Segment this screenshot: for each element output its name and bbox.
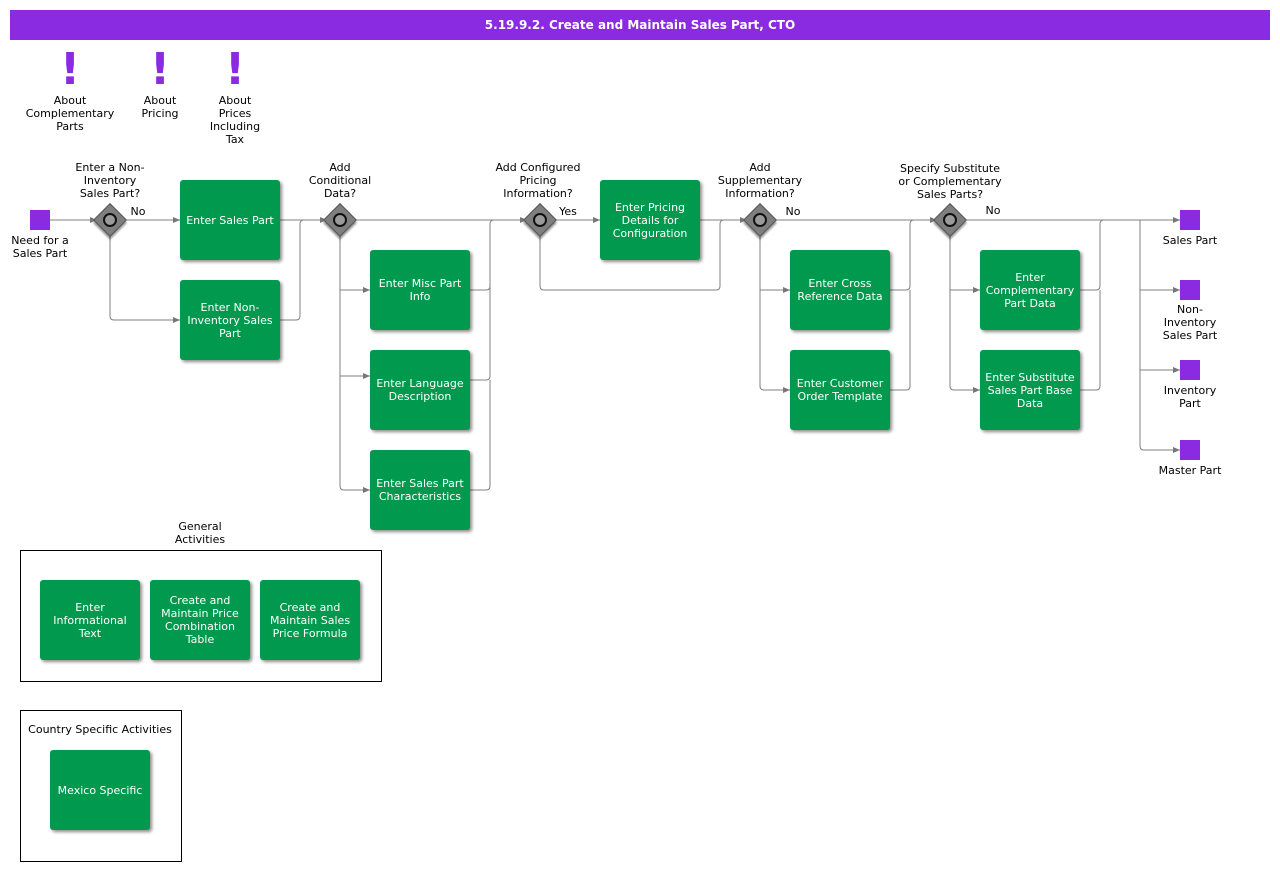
gateway-branch-label: No bbox=[130, 205, 146, 218]
end-event-non-inventory[interactable] bbox=[1180, 280, 1200, 300]
diagram-title: 5.19.9.2. Create and Maintain Sales Part… bbox=[10, 10, 1270, 40]
task-enter-misc-part-info[interactable]: Enter Misc Part Info bbox=[370, 250, 470, 330]
note-exclamation-icon[interactable]: ! bbox=[149, 44, 171, 95]
task-enter-sales-part-characteristics[interactable]: Enter Sales Part Characteristics bbox=[370, 450, 470, 530]
general-activities-group bbox=[20, 550, 382, 682]
task-enter-language-description[interactable]: Enter Language Description bbox=[370, 350, 470, 430]
task-mexico-specific[interactable]: Mexico Specific bbox=[50, 750, 150, 830]
gateway-branch-label: No bbox=[785, 205, 801, 218]
task-enter-informational-text[interactable]: Enter Informational Text bbox=[40, 580, 140, 660]
end-event-master-part[interactable] bbox=[1180, 440, 1200, 460]
end-event-sales-part[interactable] bbox=[1180, 210, 1200, 230]
note-label-pricing: About Pricing bbox=[141, 94, 179, 120]
end-event-inventory-part[interactable] bbox=[1180, 360, 1200, 380]
note-exclamation-icon[interactable]: ! bbox=[224, 44, 246, 95]
end-event-label: Master Part bbox=[1158, 464, 1222, 477]
task-enter-complementary-part-data[interactable]: Enter Complementary Part Data bbox=[980, 250, 1080, 330]
country-specific-group bbox=[20, 710, 182, 862]
group-label-general: General Activities bbox=[174, 520, 226, 546]
group-label-country: Country Specific Activities bbox=[28, 723, 172, 736]
task-enter-pricing-details[interactable]: Enter Pricing Details for Configuration bbox=[600, 180, 700, 260]
start-event-label: Need for a Sales Part bbox=[11, 234, 69, 260]
end-event-label: Sales Part bbox=[1162, 234, 1218, 247]
gateway-question: Specify Substitute or Complementary Sale… bbox=[898, 162, 1002, 201]
end-event-label: Non- Inventory Sales Part bbox=[1162, 303, 1218, 342]
gateway-branch-label: Yes bbox=[559, 205, 577, 218]
note-exclamation-icon[interactable]: ! bbox=[59, 44, 81, 95]
gateway-marker bbox=[753, 213, 767, 227]
task-enter-sales-part[interactable]: Enter Sales Part bbox=[180, 180, 280, 260]
task-enter-non-inventory-sales-part[interactable]: Enter Non-Inventory Sales Part bbox=[180, 280, 280, 360]
note-label-prices-tax: About Prices Including Tax bbox=[209, 94, 261, 146]
gateway-question: Enter a Non- Inventory Sales Part? bbox=[75, 161, 145, 200]
start-event[interactable] bbox=[30, 210, 50, 230]
gateway-question: Add Configured Pricing Information? bbox=[495, 161, 581, 200]
task-enter-substitute-sales-part[interactable]: Enter Substitute Sales Part Base Data bbox=[980, 350, 1080, 430]
task-create-sales-price-formula[interactable]: Create and Maintain Sales Price Formula bbox=[260, 580, 360, 660]
gateway-branch-label: No bbox=[985, 204, 1001, 217]
end-event-label: Inventory Part bbox=[1163, 384, 1217, 410]
gateway-marker bbox=[333, 213, 347, 227]
gateway-question: Add Supplementary Information? bbox=[717, 161, 803, 200]
note-label-complementary: About Complementary Parts bbox=[25, 94, 115, 133]
task-create-price-combination-table[interactable]: Create and Maintain Price Combination Ta… bbox=[150, 580, 250, 660]
task-enter-customer-order-template[interactable]: Enter Customer Order Template bbox=[790, 350, 890, 430]
gateway-question: Add Conditional Data? bbox=[308, 161, 372, 200]
gateway-marker bbox=[103, 213, 117, 227]
gateway-marker bbox=[533, 213, 547, 227]
task-enter-cross-reference-data[interactable]: Enter Cross Reference Data bbox=[790, 250, 890, 330]
gateway-marker bbox=[943, 213, 957, 227]
